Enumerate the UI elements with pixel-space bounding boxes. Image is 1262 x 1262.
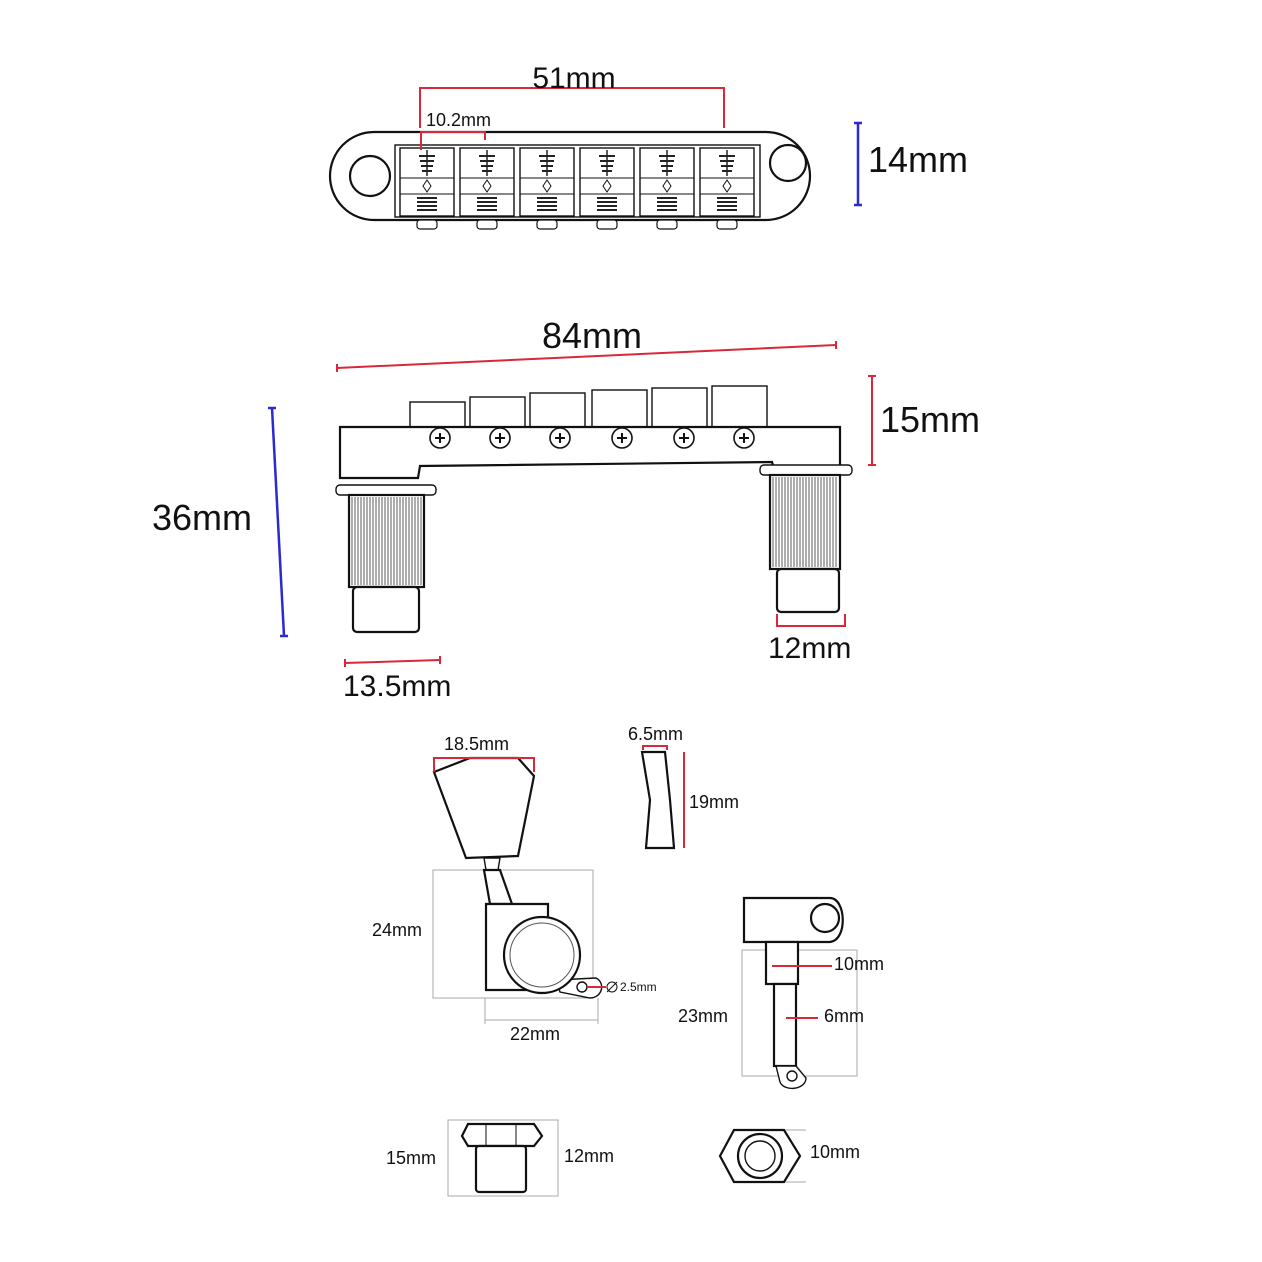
label-post-height: 36mm <box>152 497 252 538</box>
bridge-screws-group <box>429 427 755 449</box>
bridge-screw-6 <box>733 427 755 449</box>
bridge-screw-3 <box>549 427 571 449</box>
bridge-saddle-3 <box>529 392 586 428</box>
post-head-hole <box>809 902 841 934</box>
saddle-bank-outline <box>394 144 761 218</box>
label-bridge-length: 84mm <box>542 315 642 356</box>
bridge-screw-4 <box>611 427 633 449</box>
bridge-saddle-4 <box>591 389 648 428</box>
dim-2-5mm: 2.5mm <box>588 980 657 994</box>
tuner-screw-hole <box>576 981 588 993</box>
saddle-top-3 <box>519 147 575 230</box>
dim-10-2mm: 10.2mm <box>420 110 491 150</box>
bridge-saddle-5 <box>651 387 708 428</box>
bridge-screw-5 <box>673 427 695 449</box>
saddle-top-1 <box>399 147 455 230</box>
button-side-view: 6.5mm 19mm <box>628 724 739 850</box>
tuner-side-view <box>432 756 603 1024</box>
label-bushing-width: 12mm <box>564 1146 614 1166</box>
saddle-top-6 <box>699 147 755 230</box>
bridge-front-view <box>335 385 853 634</box>
post-right-knurled <box>768 473 842 571</box>
bridge-body-front <box>338 425 842 480</box>
label-tuner-width: 22mm <box>510 1024 560 1044</box>
label-post-tip-width: 12mm <box>768 632 851 665</box>
post-left-knurled <box>347 493 426 589</box>
label-tuner-height: 24mm <box>372 920 422 940</box>
label-button-side-height: 19mm <box>689 792 739 812</box>
saddle-top-5 <box>639 147 695 230</box>
label-shaft-upper: 10mm <box>834 954 884 974</box>
tuner-gear-cover <box>502 915 582 995</box>
tuner-guide-box <box>432 869 594 999</box>
label-post-base-width: 13.5mm <box>343 670 451 703</box>
button-side-profile <box>640 750 676 850</box>
post-right-flange <box>759 464 853 476</box>
label-bridge-height: 15mm <box>880 399 980 440</box>
hex-nut-hole <box>744 1140 776 1172</box>
dim-15mm-bridge: 15mm <box>868 375 980 466</box>
bushing-view: 15mm 12mm <box>386 1119 614 1197</box>
bridge-left-hole <box>348 154 392 198</box>
label-shaft-lower: 6mm <box>824 1006 864 1026</box>
label-bridge-top-depth: 14mm <box>868 139 968 180</box>
bridge-saddle-1 <box>409 401 466 428</box>
bridge-top-view <box>328 130 812 230</box>
tuner-button-neck <box>483 857 501 871</box>
bridge-saddle-6 <box>711 385 768 428</box>
saddle-top-4 <box>579 147 635 230</box>
post-left-flange <box>335 484 437 496</box>
label-button-side-width: 6.5mm <box>628 724 683 744</box>
bushing-body <box>474 1144 528 1194</box>
post-right-knurl <box>772 477 837 567</box>
label-string-spacing: 10.2mm <box>426 110 491 130</box>
post-lower-shaft <box>772 982 798 1068</box>
label-shaft-length: 23mm <box>678 1006 728 1026</box>
dim-51mm: 51mm <box>419 62 725 128</box>
label-tuner-button-width: 18.5mm <box>444 734 509 754</box>
post-eyelet-hole <box>786 1070 798 1082</box>
dim-12mm-post: 12mm <box>768 614 851 665</box>
hex-nut-view: 10mm <box>718 1128 860 1184</box>
string-post-view: 10mm 6mm 23mm <box>678 896 884 1089</box>
saddle-top-2 <box>459 147 515 230</box>
label-bushing-height: 15mm <box>386 1148 436 1168</box>
bridge-screw-2 <box>489 427 511 449</box>
tuner-keystone-button <box>432 756 536 860</box>
post-left-knurl <box>351 497 422 585</box>
label-screw-hole: 2.5mm <box>620 980 657 994</box>
saddles-top-group <box>399 147 755 230</box>
dim-36mm: 36mm <box>152 406 288 638</box>
bushing-guide-box <box>447 1119 559 1197</box>
bridge-screw-1 <box>429 427 451 449</box>
bridge-saddle-2 <box>469 396 526 428</box>
post-left-tip <box>351 585 421 634</box>
dim-18-5mm: 18.5mm <box>433 734 535 772</box>
bushing-hex-head <box>460 1122 544 1148</box>
label-bridge-top-width: 51mm <box>532 62 615 95</box>
post-right-tip <box>775 567 841 614</box>
dim-14mm: 14mm <box>854 121 968 207</box>
label-nut-width: 10mm <box>810 1142 860 1162</box>
dim-13-5mm: 13.5mm <box>343 656 451 703</box>
bridge-right-hole <box>768 143 808 183</box>
dim-84mm: 84mm <box>336 315 837 372</box>
tuner-shaft <box>482 868 514 906</box>
post-upper-shaft <box>764 940 800 986</box>
tuner-gear-cover-inner <box>509 922 575 988</box>
